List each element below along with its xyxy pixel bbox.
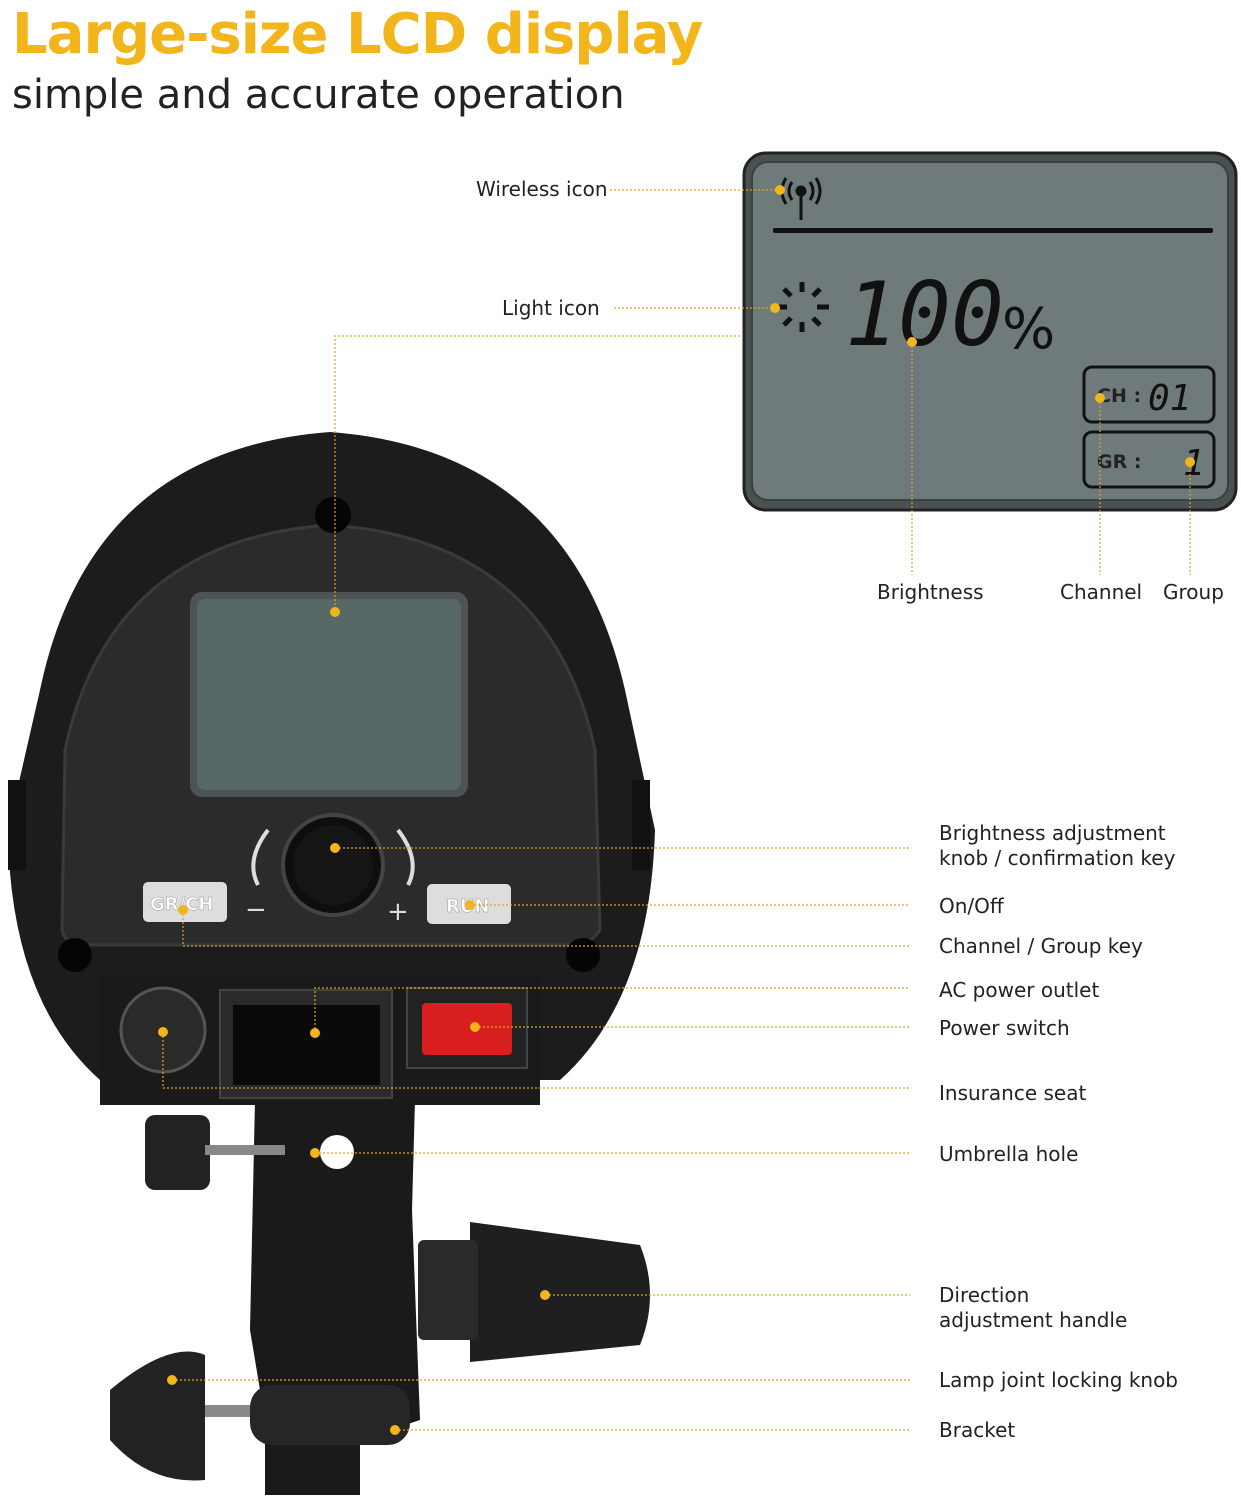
light-head: GR/CH RUN − + — [8, 432, 655, 1105]
label-ac-outlet: AC power outlet — [939, 978, 1100, 1002]
page-subtitle: simple and accurate operation — [12, 72, 625, 118]
stand — [110, 1100, 650, 1495]
svg-text:%: % — [1002, 297, 1055, 362]
svg-text:−: − — [245, 895, 267, 925]
ac-outlet — [233, 1005, 380, 1085]
gr-ch-key[interactable] — [143, 882, 227, 922]
light-icon — [777, 282, 829, 332]
label-channel-group-key: Channel / Group key — [939, 934, 1143, 958]
channel-value: 01 — [1148, 378, 1191, 419]
label-locking-knob: Lamp joint locking knob — [939, 1368, 1179, 1392]
label-brightness: Brightness — [877, 580, 984, 604]
channel-label: CH : — [1097, 385, 1141, 407]
label-light-icon: Light icon — [502, 296, 600, 320]
page-title: Large-size LCD display — [12, 2, 703, 67]
svg-text:+: + — [387, 897, 409, 927]
label-power-switch: Power switch — [939, 1016, 1070, 1040]
group-label: GR : — [1097, 451, 1141, 473]
label-bracket: Bracket — [939, 1418, 1016, 1442]
label-on-off: On/Off — [939, 894, 1004, 918]
label-wireless-icon: Wireless icon — [476, 177, 608, 201]
wireless-icon — [780, 177, 822, 220]
callout-dots — [158, 185, 1195, 1435]
lcd-closeup: 100 % CH : 01 GR : 1 — [742, 151, 1238, 512]
svg-text:GR/CH: GR/CH — [150, 894, 213, 915]
label-group: Group — [1163, 580, 1224, 604]
brightness-readout: 100 — [845, 263, 1004, 366]
power-switch[interactable] — [422, 1003, 512, 1055]
label-umbrella-hole: Umbrella hole — [939, 1142, 1079, 1166]
label-insurance-seat: Insurance seat — [939, 1081, 1087, 1105]
leader-lines — [162, 189, 1191, 1431]
label-channel: Channel — [1060, 580, 1143, 604]
